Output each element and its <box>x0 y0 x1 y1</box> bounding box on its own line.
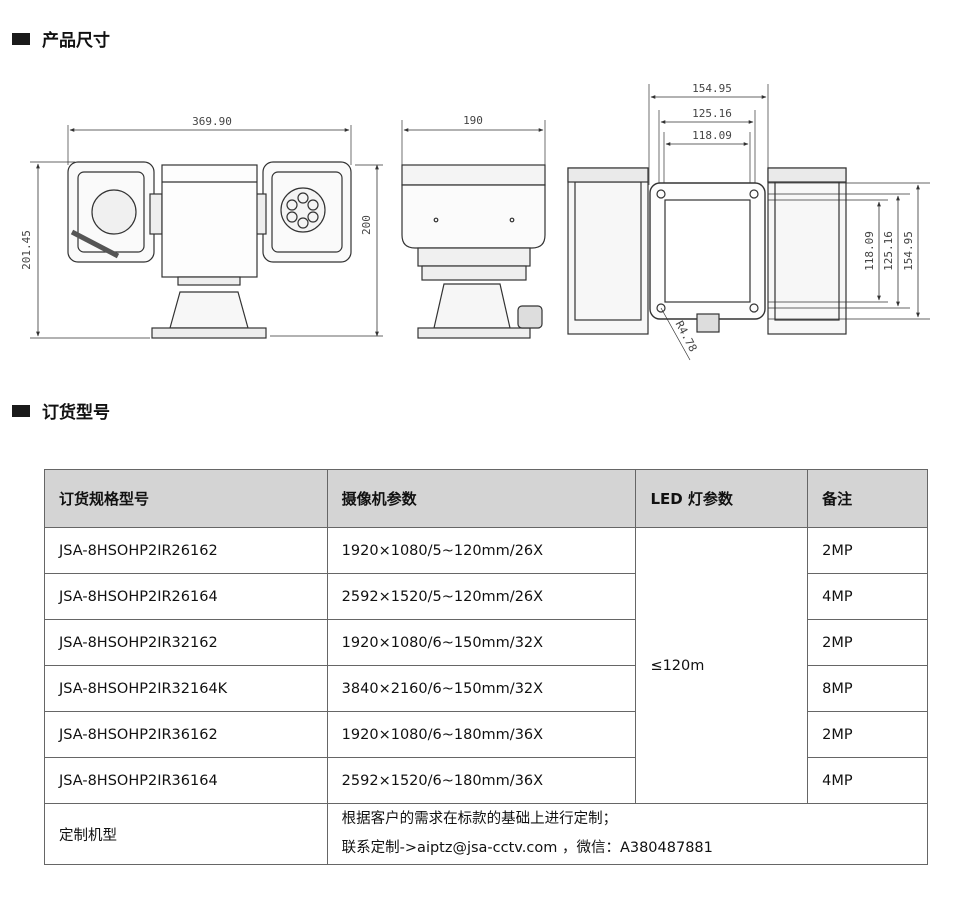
dim-right-inner: 118.09 <box>863 231 876 271</box>
cell-model: JSA-8HSOHP2IR32164K <box>44 665 328 712</box>
custom-line-contact: 联系定制->aiptz@jsa-cctv.com ，微信：A380487881 <box>341 840 713 856</box>
cell-camera: 2592×1520/6~180mm/36X <box>326 757 637 804</box>
table-row: JSA-8HSOHP2IR36164 2592×1520/6~180mm/36X… <box>44 757 928 804</box>
cell-model: JSA-8HSOHP2IR32162 <box>44 619 328 666</box>
dim-side-width: 190 <box>463 114 483 127</box>
section-title: 产品尺寸 <box>42 31 110 51</box>
dim-top-inner: 118.09 <box>692 129 732 142</box>
order-table: 订货规格型号 摄像机参数 LED 灯参数 备注 JSA-8HSOHP2IR261… <box>44 469 929 865</box>
cell-custom-label: 定制机型 <box>44 803 328 865</box>
cell-note: 4MP <box>807 573 928 620</box>
header-led: LED 灯参数 <box>635 469 809 528</box>
cell-model: JSA-8HSOHP2IR36164 <box>44 757 328 804</box>
header-camera: 摄像机参数 <box>326 469 637 528</box>
section-heading-order: 订货型号 <box>12 398 110 423</box>
cell-note: 2MP <box>807 527 928 574</box>
dim-top-mid: 125.16 <box>692 107 732 120</box>
dim-front-width: 369.90 <box>192 115 232 128</box>
cell-camera: 1920×1080/6~180mm/36X <box>326 711 637 758</box>
dim-front-height: 201.45 <box>20 230 33 270</box>
heading-marker <box>12 404 30 417</box>
cell-camera: 1920×1080/5~120mm/26X <box>326 527 637 574</box>
cell-note: 4MP <box>807 757 928 804</box>
cell-custom-description: 根据客户的需求在标款的基础上进行定制； 联系定制->aiptz@jsa-cctv… <box>326 803 929 865</box>
front-view <box>30 125 352 339</box>
cell-model: JSA-8HSOHP2IR26162 <box>44 527 328 574</box>
table-row: JSA-8HSOHP2IR26162 1920×1080/5~120mm/26X… <box>44 527 928 804</box>
cell-led: ≤120m <box>635 527 809 804</box>
cell-camera: 2592×1520/5~120mm/26X <box>326 573 637 620</box>
header-model: 订货规格型号 <box>44 469 328 528</box>
dim-right-outer: 154.95 <box>902 231 915 271</box>
cell-camera: 1920×1080/6~150mm/32X <box>326 619 637 666</box>
custom-line-requirement: 根据客户的需求在标款的基础上进行定制； <box>341 811 618 827</box>
cell-model: JSA-8HSOHP2IR26164 <box>44 573 328 620</box>
header-note: 备注 <box>807 469 928 528</box>
section-title: 订货型号 <box>42 403 110 423</box>
dim-right-mid: 125.16 <box>882 231 895 271</box>
table-header-row: 订货规格型号 摄像机参数 LED 灯参数 备注 <box>44 469 928 528</box>
cell-note: 2MP <box>807 619 928 666</box>
custom-row: 定制机型 根据客户的需求在标款的基础上进行定制； 联系定制->aiptz@jsa… <box>44 803 929 865</box>
dim-front-side-height: 200 <box>360 215 373 235</box>
side-view <box>401 120 546 339</box>
cell-camera: 3840×2160/6~150mm/32X <box>326 665 637 712</box>
cell-note: 2MP <box>807 711 928 758</box>
cell-note: 8MP <box>807 665 928 712</box>
section-heading-dimensions: 产品尺寸 <box>12 26 110 51</box>
heading-marker <box>12 32 30 45</box>
cell-model: JSA-8HSOHP2IR36162 <box>44 711 328 758</box>
table-row: JSA-8HSOHP2IR36162 1920×1080/6~180mm/36X… <box>44 711 928 758</box>
dimension-drawings: 369.90 201.45 200 190 <box>20 82 930 361</box>
dim-top-outer: 154.95 <box>692 82 732 95</box>
table-row: JSA-8HSOHP2IR32164K 3840×2160/6~150mm/32… <box>44 665 928 712</box>
top-view <box>567 84 930 361</box>
table-row: JSA-8HSOHP2IR32162 1920×1080/6~150mm/32X… <box>44 619 928 666</box>
